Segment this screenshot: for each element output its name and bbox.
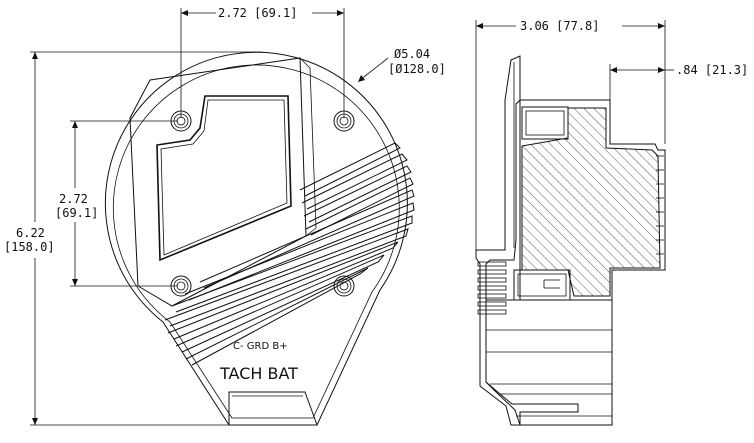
front-dimensions: 2.72 [69.1] Ø5.04 [Ø128.0] 2.72 [69.1] 6…	[4, 6, 446, 426]
stator-section	[521, 107, 661, 297]
housing-outline	[104, 51, 408, 426]
side-view	[475, 55, 666, 426]
diameter-dim-mm: [Ø128.0]	[388, 62, 446, 76]
side-lower-housing	[485, 299, 613, 426]
offset-dim: .84 [21.3]	[676, 63, 748, 77]
height-dim-mm: [158.0]	[4, 240, 55, 254]
housing-inner-outline	[112, 64, 400, 419]
diameter-dim-in: Ø5.04	[394, 47, 430, 61]
side-dimensions: 3.06 [77.8] .84 [21.3]	[475, 19, 748, 250]
connector-block	[228, 391, 318, 426]
mounting-hole-bottom-right	[333, 275, 355, 297]
cover-plate-edge	[299, 57, 317, 237]
terminal-label-top: C- GRD B+	[233, 341, 288, 352]
mounting-flange	[475, 55, 521, 426]
side-fins	[656, 155, 664, 255]
front-view: C- GRD B+ TACH BAT	[104, 51, 415, 426]
depth-dim: 3.06 [77.8]	[520, 19, 599, 33]
hole-spacing-vertical-dim-mm: [69.1]	[55, 206, 98, 220]
cover-window-inner	[160, 99, 288, 256]
cooling-fins	[164, 142, 415, 366]
terminal-label-bottom: TACH BAT	[219, 364, 298, 383]
height-dim-in: 6.22	[16, 226, 45, 240]
side-terminal-comb	[477, 261, 507, 315]
hole-spacing-horizontal-dim: 2.72 [69.1]	[218, 6, 297, 20]
cover-window	[156, 95, 292, 262]
hole-spacing-vertical-dim-in: 2.72	[59, 192, 88, 206]
